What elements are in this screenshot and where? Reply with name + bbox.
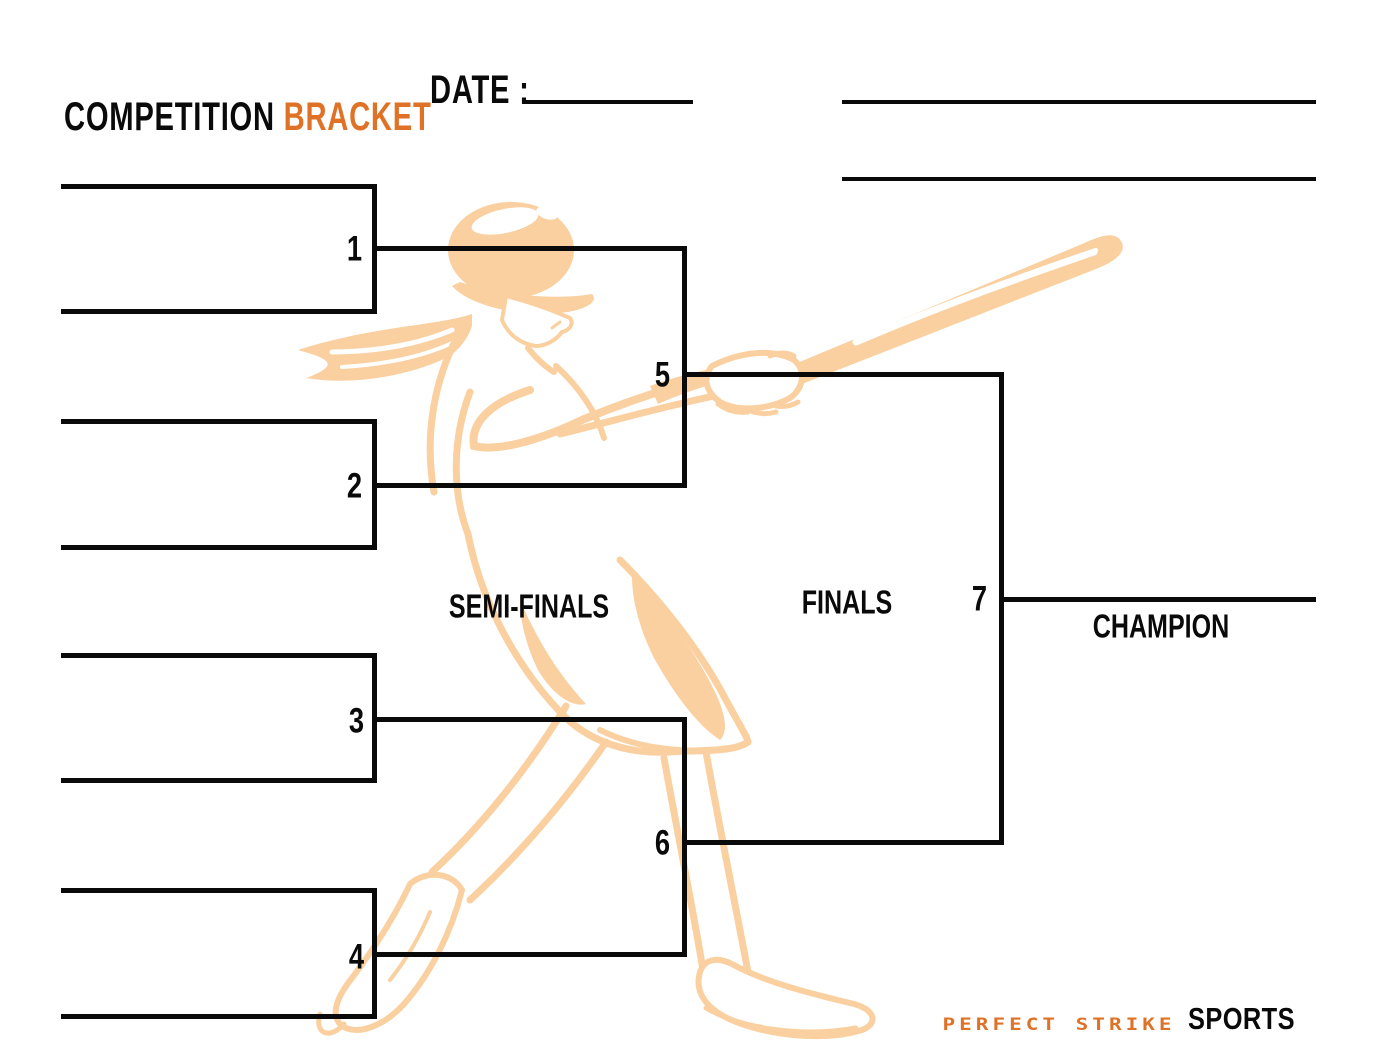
match-6-winner-line — [687, 840, 1004, 845]
match-number-6: 6 — [654, 823, 670, 863]
match-4-winner-line — [377, 952, 687, 957]
team-line-6 — [61, 778, 377, 783]
brand-logo: PERFECT STRIKE SPORTS — [943, 1001, 1318, 1037]
date-write-in-line — [522, 100, 693, 104]
team-line-2 — [61, 309, 377, 314]
date-label: DATE : — [430, 68, 530, 112]
page-title-accent: BRACKET — [283, 94, 432, 139]
brand-name-accent: PERFECT STRIKE — [942, 1014, 1176, 1034]
team-line-5 — [61, 653, 377, 658]
match-number-2: 2 — [346, 466, 362, 506]
match-number-3: 3 — [348, 701, 364, 741]
match-6-connector — [682, 717, 687, 957]
match-1-winner-line — [377, 246, 687, 251]
match-1-connector — [372, 184, 377, 314]
match-2-winner-line — [377, 483, 687, 488]
match-number-5: 5 — [654, 355, 670, 395]
team-line-1 — [61, 184, 377, 189]
match-5-winner-line — [687, 372, 1004, 377]
champion-line — [1004, 597, 1316, 602]
champion-label: CHAMPION — [1092, 607, 1230, 645]
team-line-3 — [61, 419, 377, 424]
notes-write-in-line-1 — [842, 100, 1316, 104]
match-number-1: 1 — [346, 229, 362, 269]
match-5-connector — [682, 246, 687, 488]
page-title: COMPETITION BRACKET — [64, 97, 432, 137]
notes-write-in-line-2 — [842, 177, 1316, 181]
match-7-connector — [999, 372, 1004, 845]
team-line-8 — [61, 1014, 377, 1019]
brand-name-black: SPORTS — [1187, 1001, 1295, 1036]
match-3-connector — [372, 653, 377, 783]
team-line-7 — [61, 888, 377, 893]
match-number-7: 7 — [971, 579, 987, 619]
match-4-connector — [372, 888, 377, 1019]
semi-finals-label: SEMI-FINALS — [448, 587, 610, 625]
finals-label: FINALS — [801, 583, 893, 621]
page-title-black: COMPETITION — [64, 94, 275, 139]
match-3-winner-line — [377, 717, 687, 722]
match-2-connector — [372, 419, 377, 550]
match-number-4: 4 — [348, 937, 364, 977]
team-line-4 — [61, 545, 377, 550]
